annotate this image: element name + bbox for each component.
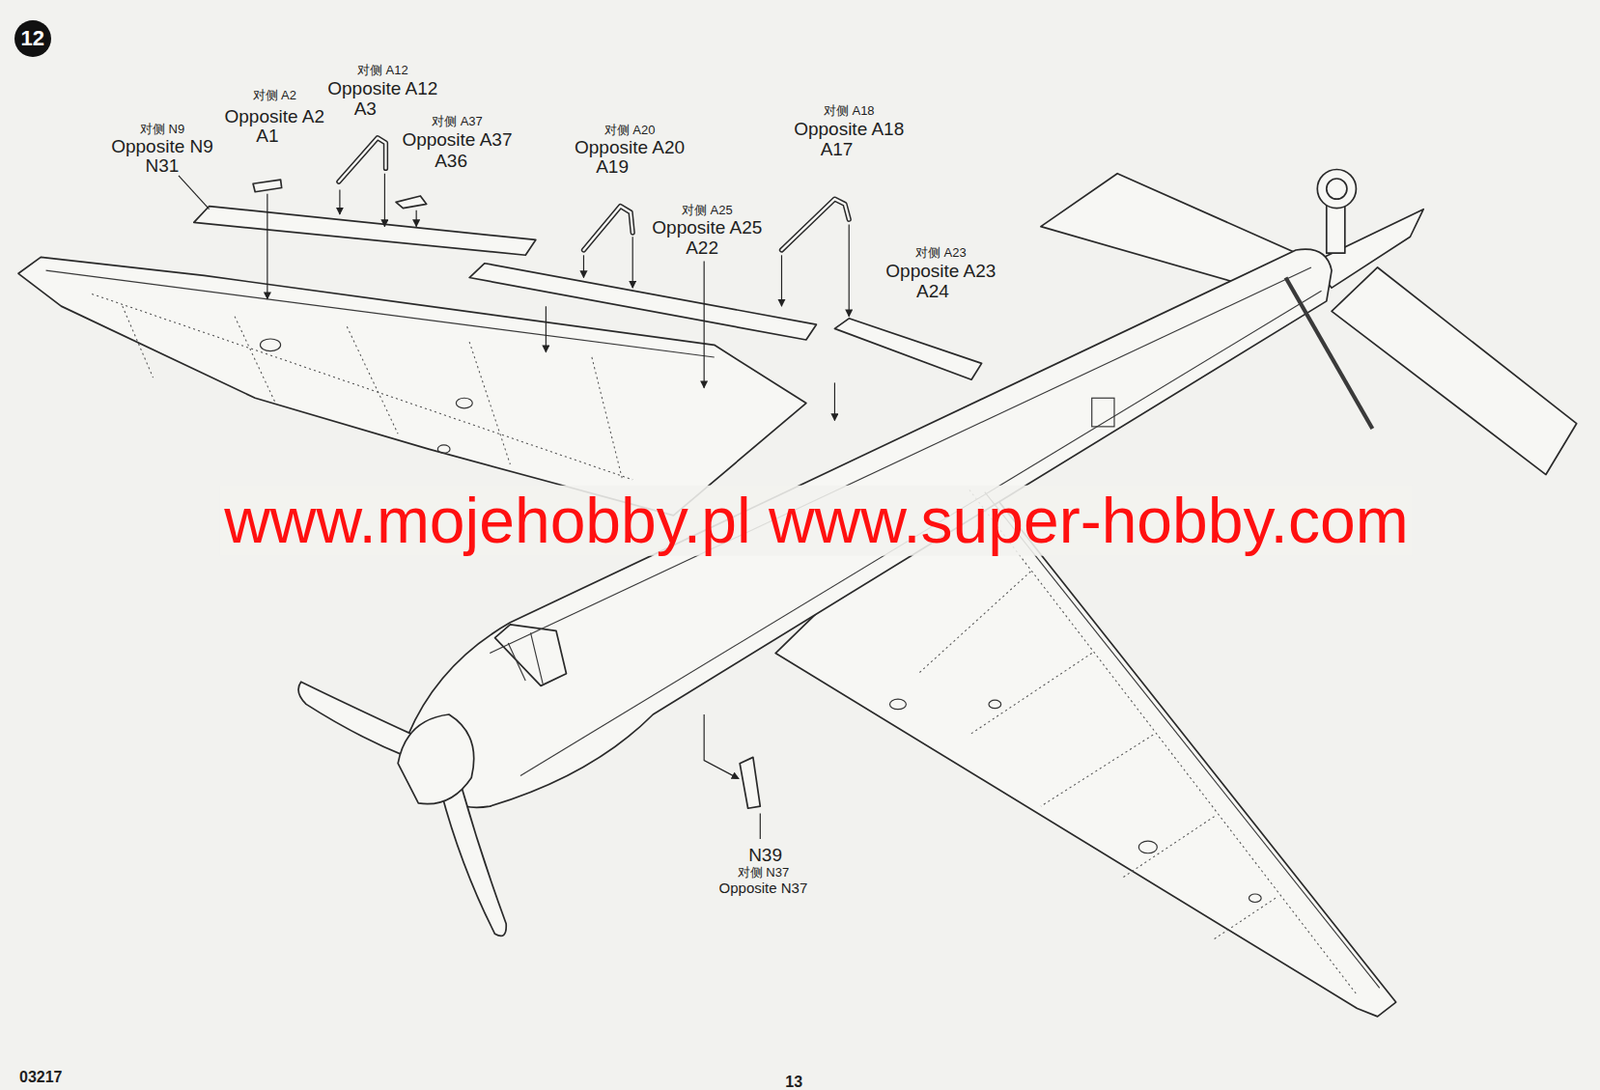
page-number: 13 xyxy=(785,1073,803,1090)
chinese-note: 对侧 A25 xyxy=(681,203,733,218)
step-label: 12 xyxy=(21,26,45,52)
flap-part xyxy=(834,318,982,380)
flap-part xyxy=(469,263,816,340)
chinese-note: 对侧 A18 xyxy=(823,104,875,118)
part-label: A17 xyxy=(820,140,854,161)
flap-part xyxy=(194,206,536,256)
part-label: A36 xyxy=(434,151,468,172)
part-label: Opposite A2 xyxy=(224,106,326,127)
chinese-note: 对侧 A37 xyxy=(431,114,483,129)
tailplane xyxy=(1331,267,1577,476)
part-label: A22 xyxy=(685,237,719,258)
chinese-note: 对侧 A23 xyxy=(915,246,967,260)
hinge-part xyxy=(252,179,282,193)
propeller xyxy=(298,681,414,758)
tail-spinner xyxy=(1317,168,1356,208)
part-label: A24 xyxy=(916,281,950,303)
part-label: Opposite A23 xyxy=(885,261,996,282)
chinese-note: 对侧 N9 xyxy=(140,122,185,137)
spinner xyxy=(397,714,475,805)
chinese-note: 对侧 A2 xyxy=(252,88,298,103)
step-number: 12 xyxy=(14,20,52,57)
chinese-note: 对侧 A20 xyxy=(604,123,656,138)
part-label: Opposite A18 xyxy=(793,119,904,141)
tail-hub xyxy=(1326,203,1346,253)
part-label: A3 xyxy=(354,99,377,120)
part-label: Opposite A25 xyxy=(651,217,762,238)
part-label: Opposite A37 xyxy=(401,129,512,150)
hinge-part xyxy=(395,196,427,209)
small-part xyxy=(739,757,760,809)
watermark: www.mojehobby.pl www.super-hobby.com xyxy=(220,485,1412,557)
part-label: Opposite N9 xyxy=(111,137,214,158)
tail-spinner xyxy=(1326,178,1348,199)
part-label: Opposite A20 xyxy=(574,138,685,159)
propeller xyxy=(441,785,507,936)
part-label: N39 xyxy=(748,844,783,866)
chinese-note: 对侧 A12 xyxy=(357,63,409,78)
part-label: N31 xyxy=(145,156,180,177)
part-label: Opposite N37 xyxy=(719,879,809,897)
canopy xyxy=(495,624,567,686)
part-label: A19 xyxy=(595,157,629,178)
chinese-note: 对侧 N37 xyxy=(737,866,789,880)
part-label: Opposite A12 xyxy=(327,79,438,100)
wing xyxy=(18,256,807,515)
part-label: A1 xyxy=(255,125,279,146)
page-number: 03217 xyxy=(19,1069,63,1088)
